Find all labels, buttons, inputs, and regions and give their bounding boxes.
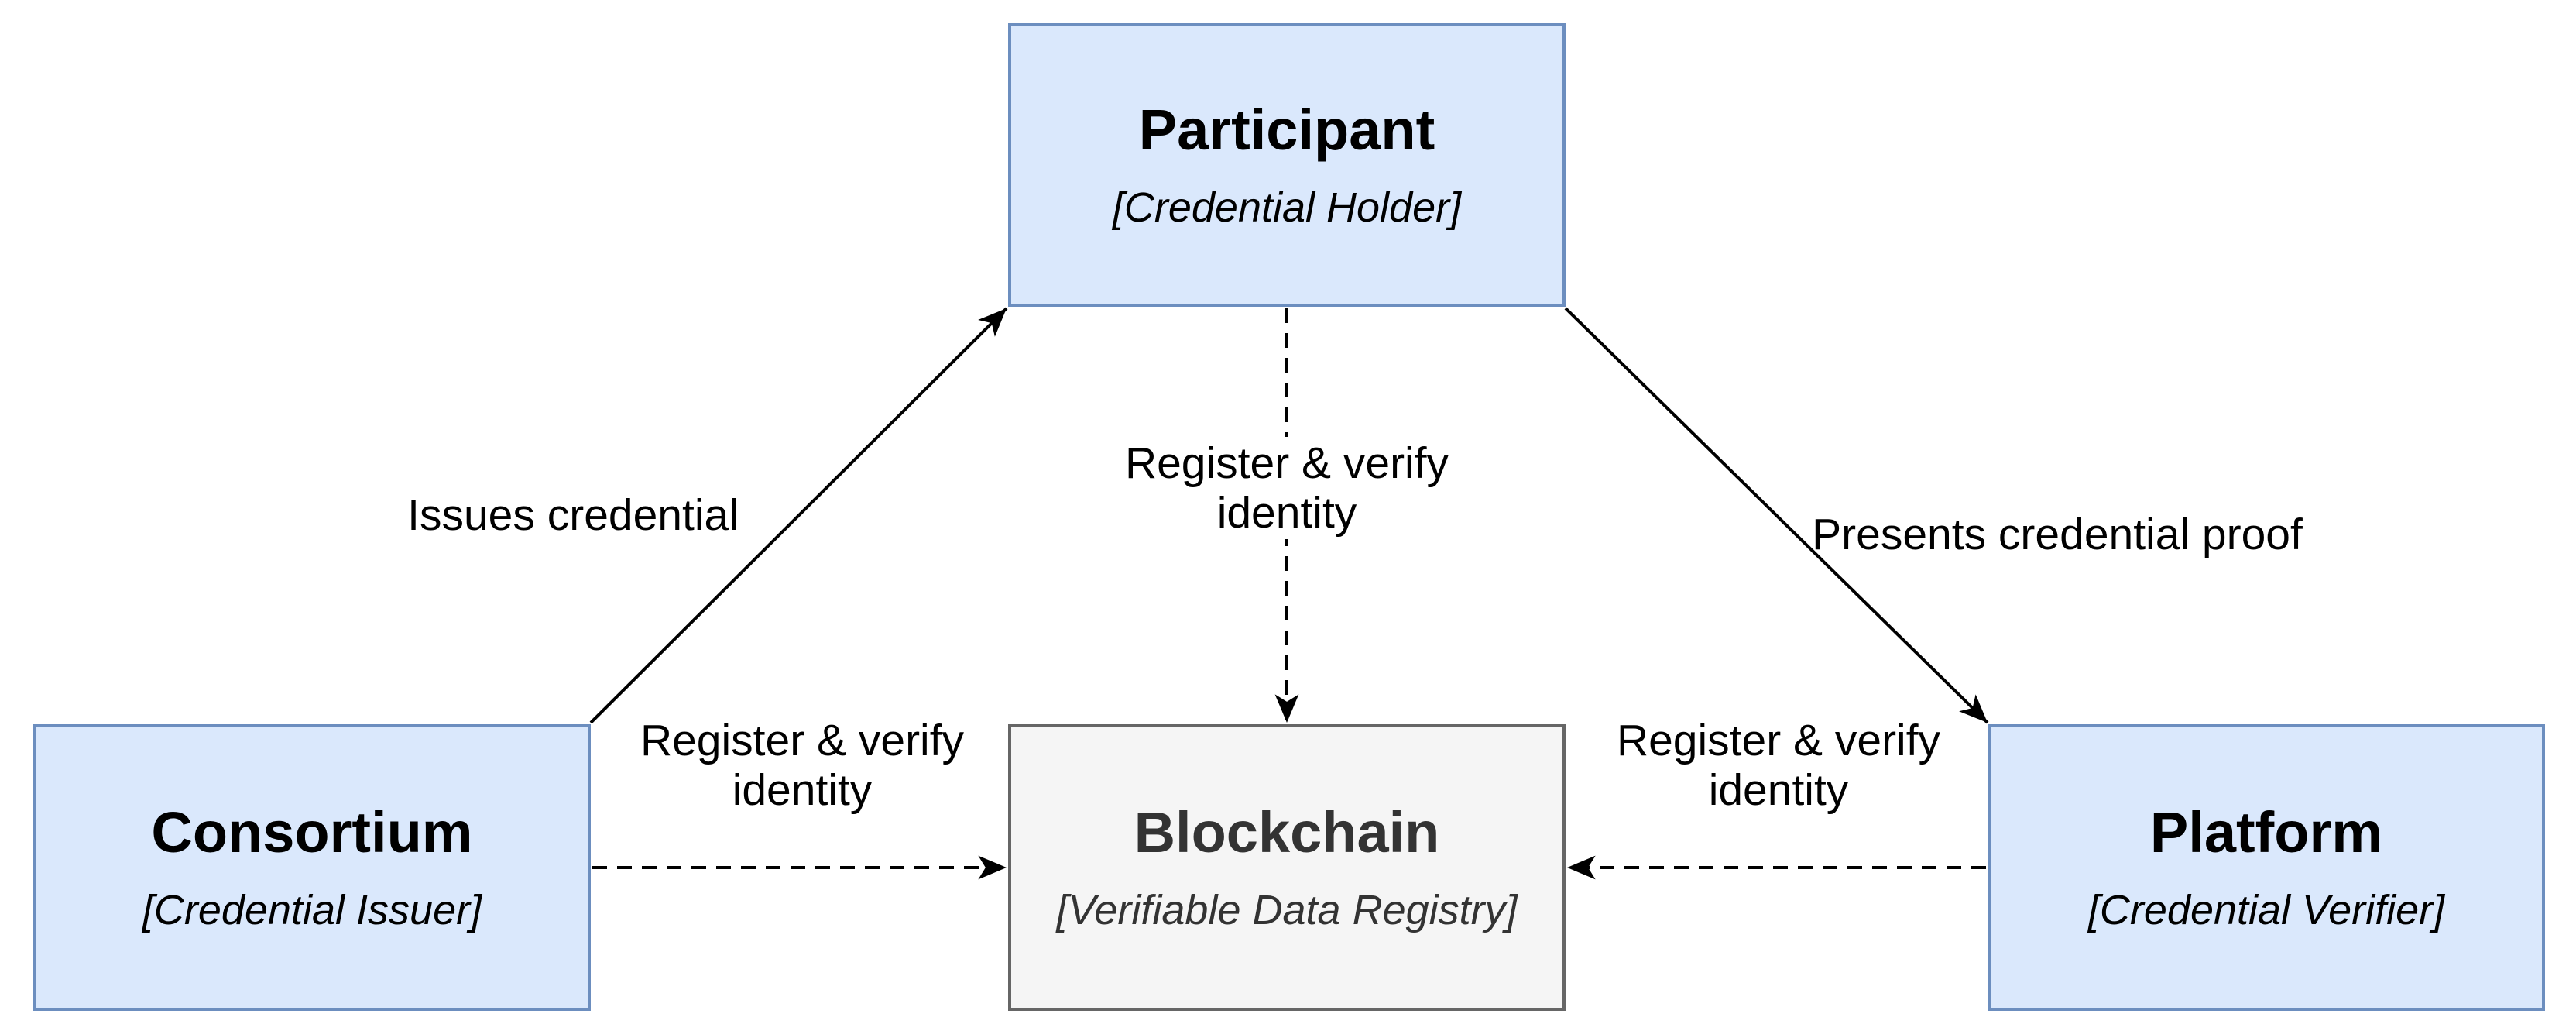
- node-participant: Participant [Credential Holder]: [1008, 23, 1566, 307]
- edge-label-consortium-registry-line2: identity: [732, 765, 873, 815]
- edge-label-platform-registry-line1: Register & verify: [1616, 716, 1941, 765]
- node-consortium-subtitle: [Credential Issuer]: [142, 887, 482, 933]
- edge-label-presents-credential-proof: Presents credential proof: [1812, 510, 2303, 559]
- node-platform-subtitle: [Credential Verifier]: [2087, 887, 2445, 933]
- node-consortium: Consortium [Credential Issuer]: [33, 724, 591, 1011]
- node-participant-title: Participant: [1138, 98, 1435, 162]
- edge-label-issues-credential: Issues credential: [407, 490, 739, 540]
- node-platform: Platform [Credential Verifier]: [1988, 724, 2545, 1011]
- node-blockchain: Blockchain [Verifiable Data Registry]: [1008, 724, 1566, 1011]
- edge-label-participant-registry: Register & verify identity: [1116, 437, 1457, 539]
- edge-label-consortium-registry-line1: Register & verify: [640, 716, 965, 765]
- edge-label-platform-registry: Register & verify identity: [1608, 714, 1949, 816]
- edge-label-platform-registry-line2: identity: [1708, 765, 1849, 815]
- edge-presents-credential-proof: [1564, 307, 1989, 724]
- edge-issues-credential: [589, 307, 1008, 724]
- edge-label-participant-registry-line2: identity: [1216, 488, 1357, 538]
- node-platform-title: Platform: [2149, 800, 2383, 864]
- node-consortium-title: Consortium: [151, 800, 473, 864]
- edge-label-consortium-registry: Register & verify identity: [632, 714, 972, 816]
- node-blockchain-title: Blockchain: [1134, 800, 1440, 864]
- edge-label-participant-registry-line1: Register & verify: [1124, 438, 1449, 488]
- node-blockchain-subtitle: [Verifiable Data Registry]: [1056, 887, 1518, 933]
- node-participant-subtitle: [Credential Holder]: [1112, 184, 1462, 231]
